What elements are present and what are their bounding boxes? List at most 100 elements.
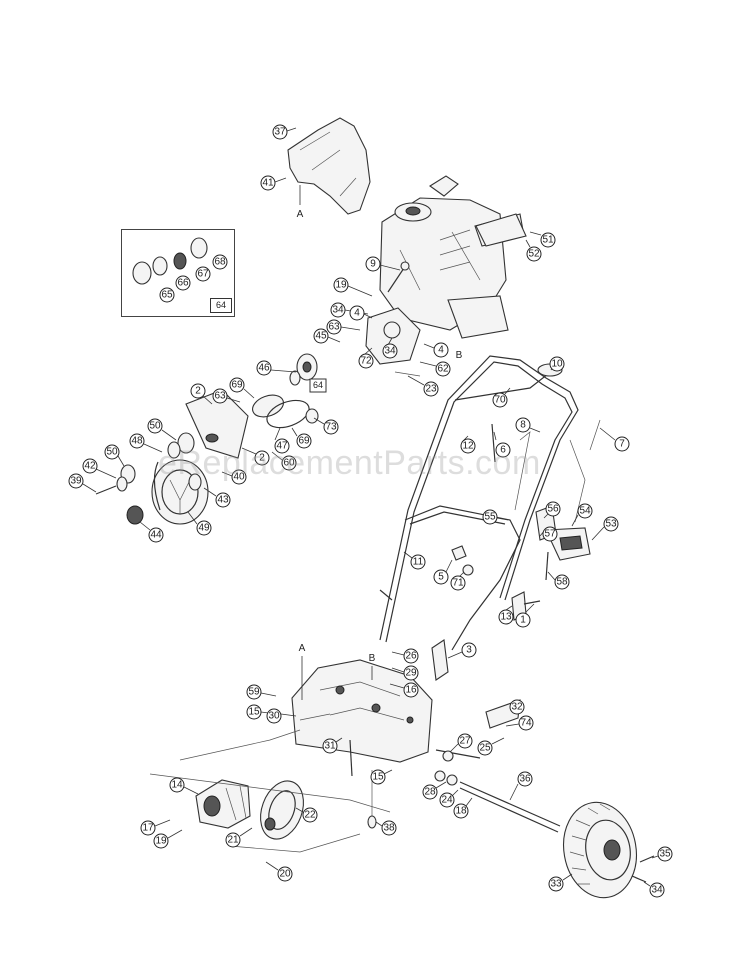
svg-text:34: 34 [332,305,344,316]
svg-text:48: 48 [131,436,143,447]
callout-24: 24 [439,789,459,808]
callout-12: 12 [460,435,476,454]
callout-33: 33 [548,873,573,892]
inset-parts [132,237,208,285]
callout-7: 7 [599,427,630,452]
frame [291,659,521,786]
svg-text:45: 45 [315,331,327,342]
callout-6: 6 [493,431,511,458]
svg-text:41: 41 [262,178,274,189]
svg-text:21: 21 [227,835,239,846]
callout-59: 59 [246,684,277,700]
section-a-bottom: A [299,643,306,654]
callout-18: 18 [453,797,473,819]
svg-text:70: 70 [494,395,506,406]
svg-text:28: 28 [424,787,436,798]
svg-text:58: 58 [556,577,568,588]
callout-36: 36 [509,771,533,801]
svg-text:73: 73 [325,422,337,433]
svg-text:34: 34 [651,885,663,896]
svg-text:15: 15 [248,707,260,718]
callout-37: 37 [272,124,297,140]
svg-text:50: 50 [149,421,161,432]
inset-detail-box [121,229,235,317]
svg-text:72: 72 [360,356,372,367]
svg-text:69: 69 [231,380,243,391]
callout-49: 49 [187,511,212,536]
svg-text:38: 38 [383,823,395,834]
callout-69a: 69 [229,377,255,399]
svg-text:50: 50 [106,447,118,458]
wheel [563,801,655,899]
callout-8: 8 [515,417,541,433]
callout-65: 65 [159,287,175,303]
callout-57: 57 [539,526,558,542]
svg-text:17: 17 [142,823,154,834]
svg-text:47: 47 [276,441,288,452]
svg-text:57: 57 [544,529,556,540]
svg-text:19: 19 [335,280,347,291]
callout-55: 55 [482,509,509,525]
svg-text:59: 59 [248,687,260,698]
svg-text:2: 2 [259,453,265,464]
callout-4b: 4 [423,342,449,358]
svg-text:63: 63 [328,322,340,333]
callout-27: 27 [449,733,473,753]
callout-40: 40 [221,469,247,485]
callout-1: 1 [515,603,535,628]
svg-text:12: 12 [462,441,474,452]
callout-2a: 2 [190,383,213,405]
svg-text:39: 39 [70,476,82,487]
svg-text:43: 43 [217,495,229,506]
svg-text:10: 10 [551,359,563,370]
svg-text:62: 62 [437,364,449,375]
svg-text:26: 26 [405,651,417,662]
svg-text:54: 54 [579,506,591,517]
callout-5: 5 [433,559,453,585]
svg-text:8: 8 [520,420,526,431]
callout-10: 10 [549,356,565,372]
svg-text:5: 5 [438,572,444,583]
friction-wheel [260,780,304,840]
svg-text:14: 14 [171,780,183,791]
callout-29: 29 [391,665,419,681]
callout-35: 35 [651,846,673,862]
callout-70: 70 [492,387,511,408]
callout-15b: 15 [370,769,393,785]
svg-text:66: 66 [177,278,189,289]
callout-3: 3 [447,642,477,659]
callout-45: 45 [313,328,341,344]
svg-text:7: 7 [619,439,625,450]
callout-9: 9 [365,256,401,272]
callout-51: 51 [529,231,556,248]
callout-56: 56 [543,501,561,519]
svg-text:40: 40 [233,472,245,483]
callout-44: 44 [139,521,164,543]
callout-73: 73 [313,417,339,435]
section-b-bottom: B [369,653,376,664]
svg-text:71: 71 [452,578,464,589]
callout-34c: 34 [643,881,665,898]
callout-23: 23 [407,375,439,397]
svg-text:65: 65 [161,290,173,301]
section-a-top: A [297,209,304,220]
svg-text:24: 24 [441,795,453,806]
idler-bracket [365,261,421,377]
svg-text:2: 2 [195,386,201,397]
axle [434,770,561,833]
callout-25: 25 [477,737,505,756]
svg-text:16: 16 [405,685,417,696]
svg-text:52: 52 [528,249,540,260]
svg-text:55: 55 [484,512,496,523]
callout-43: 43 [203,487,231,508]
callout-68: 68 [212,254,228,270]
callout-69b: 69 [291,427,312,449]
callout-58: 58 [547,571,570,590]
svg-text:49: 49 [198,523,210,534]
callout-64-box: 64 [309,378,327,393]
callout-60: 60 [271,451,297,471]
callout-31: 31 [322,737,343,754]
watermark: eReplacementParts.com [158,444,541,482]
svg-text:56: 56 [547,504,559,515]
callout-48: 48 [129,433,163,453]
